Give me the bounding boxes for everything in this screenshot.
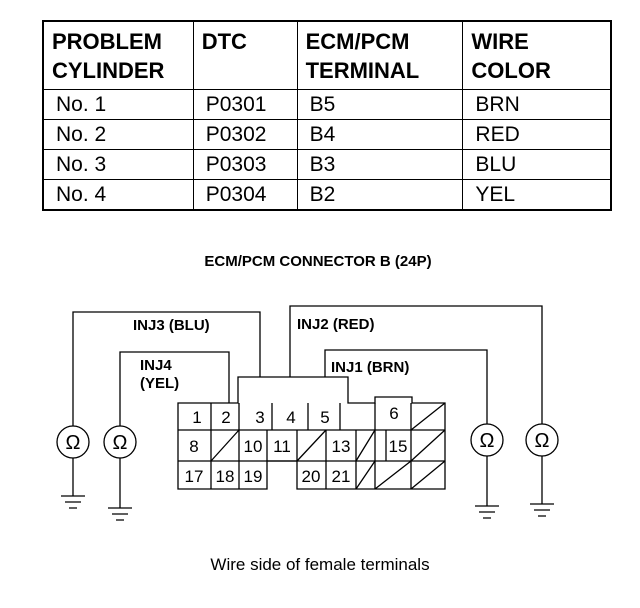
empty-cavity-hatch [210,402,446,490]
cell-terminal: B5 [296,89,464,120]
label-inj1: INJ1 (BRN) [331,359,409,376]
terminal-label: 17 [185,467,204,486]
ohmmeter-inj1: Ω [470,423,504,519]
ground-icon [475,456,499,519]
header-line: DTC [201,29,247,54]
ohm-symbol: Ω [480,430,495,452]
connector-b [177,376,446,490]
header-line: CYLINDER [52,58,165,83]
terminal-label: 3 [255,408,264,427]
terminal-label: 11 [273,437,291,456]
ground-icon [61,458,85,509]
cell-cylinder: No. 2 [42,119,194,150]
label-inj2: INJ2 (RED) [297,316,375,333]
ohmmeter-inj4: Ω [103,425,137,521]
terminal-label: 18 [216,467,235,486]
connector-grid-h [178,429,445,462]
cell-terminal: B2 [296,179,464,211]
cell-dtc: P0303 [192,149,298,180]
header-line: TERMINAL [305,58,420,83]
terminal-label: 19 [244,467,263,486]
header-line: ECM/PCM [305,29,410,54]
terminal-label: 13 [332,437,351,456]
ground-icon [108,458,132,521]
connector-grid-v [210,403,412,489]
header-line: WIRE [471,29,529,54]
ohm-symbol: Ω [535,430,550,452]
diagram-caption: Wire side of female terminals [210,555,429,574]
cell-terminal: B4 [296,119,464,150]
label-inj3: INJ3 (BLU) [133,317,210,334]
ohm-symbol: Ω [66,432,81,454]
cell-wire-color: YEL [462,179,612,211]
cell-terminal: B3 [296,149,464,180]
terminal-label: 15 [389,437,408,456]
terminal-label: 10 [244,437,263,456]
cell-dtc: P0304 [192,179,298,211]
terminal-label: 2 [221,408,230,427]
ohmmeter-inj3: Ω [56,425,90,509]
terminal-label: 21 [332,467,351,486]
label-inj4-line2: (YEL) [140,375,179,392]
header-terminal: ECM/PCM TERMINAL [296,20,464,90]
ohmmeter-inj2: Ω [525,423,559,517]
terminal-labels: 1 2 3 4 5 6 8 10 11 13 15 17 18 19 20 21 [185,404,408,486]
terminal-label: 4 [286,408,295,427]
header-line: COLOR [471,58,551,83]
ground-icon [530,456,554,517]
cell-wire-color: BRN [462,89,612,120]
cell-wire-color: BLU [462,149,612,180]
terminal-label: 1 [192,408,201,427]
connector-heading: ECM/PCM CONNECTOR B (24P) [204,253,431,270]
dtc-table: PROBLEM CYLINDER DTC ECM/PCM TERMINAL WIRE… [42,20,612,211]
header-line: PROBLEM [52,29,162,54]
terminal-label: 5 [320,408,329,427]
terminal-label: 8 [189,437,198,456]
wire-inj4 [119,351,230,426]
ohm-symbol: Ω [113,432,128,454]
terminal-label: 6 [389,404,398,423]
cell-dtc: P0301 [192,89,298,120]
label-inj4-line1: INJ4 [140,357,172,374]
cell-wire-color: RED [462,119,612,150]
wire-inj3 [72,311,261,426]
wire-inj2 [289,305,543,426]
cell-cylinder: No. 3 [42,149,194,180]
terminal-label: 20 [302,467,321,486]
header-problem-cylinder: PROBLEM CYLINDER [42,20,194,90]
cell-cylinder: No. 4 [42,179,194,211]
cell-cylinder: No. 1 [42,89,194,120]
